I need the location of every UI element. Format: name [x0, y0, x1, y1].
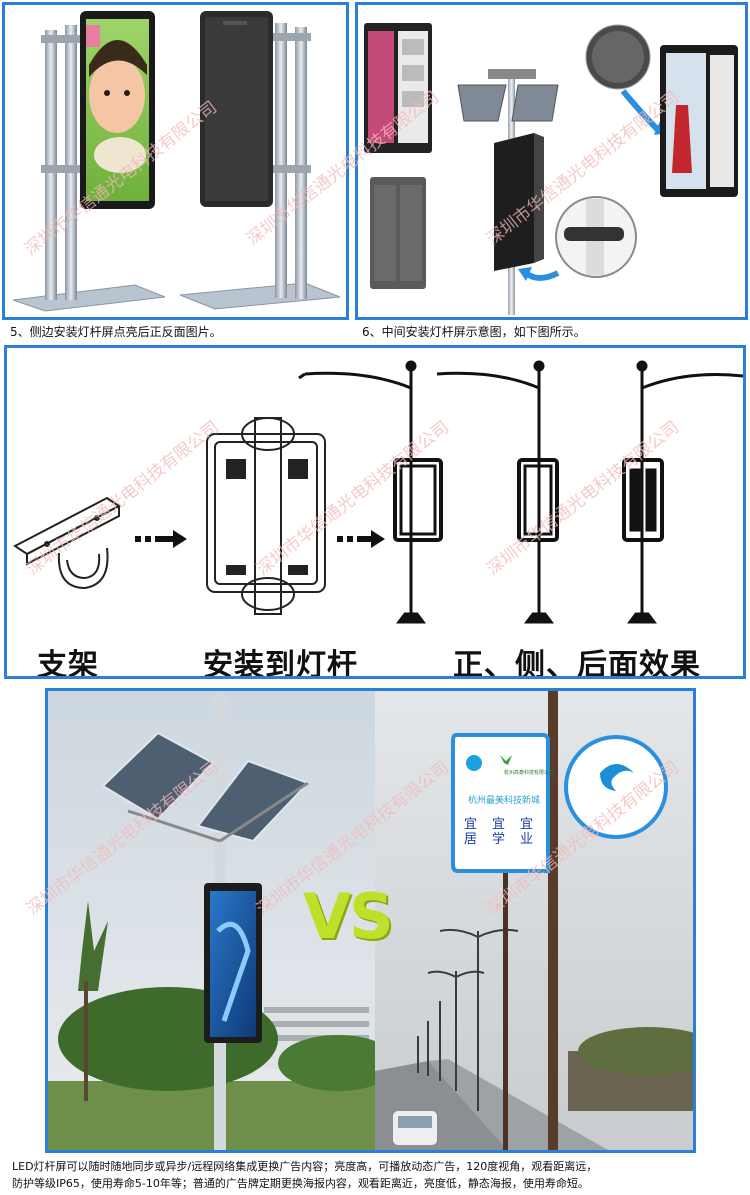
side-mount-illustration	[12, 11, 341, 312]
panel-side-mount-photo	[2, 2, 349, 320]
label-bracket: 支架	[37, 648, 99, 679]
panel-installation-diagram: 支架 安装到灯杆 正、侧、后面效果	[4, 345, 746, 679]
label-effect: 正、侧、后面效果	[453, 648, 701, 679]
caption-panel2: 6、中间安装灯杆屏示意图，如下图所示。	[362, 325, 586, 339]
center-mount-illustration	[364, 23, 738, 315]
caption-panel1: 5、侧边安装灯杆屏点亮后正反面图片。	[10, 325, 222, 339]
round-logo-sign	[564, 735, 668, 839]
panel-comparison-photo: 杭州高泰科技有限公司 杭州最美科技新城 宜居 宜学 宜业	[45, 688, 696, 1153]
billboard-word-2: 宜学	[492, 817, 506, 847]
bracket-drawing	[13, 496, 121, 590]
footer-line-1: LED灯杆屏可以随时随地同步或异步/远程网络集成更换广告内容；亮度高，可播放动态…	[12, 1160, 598, 1173]
child-face	[89, 57, 145, 133]
panel-center-mount-photo	[355, 2, 748, 320]
label-install: 安装到灯杆	[203, 648, 358, 679]
billboard-company: 杭州高泰科技有限公司	[504, 770, 555, 776]
lamp-back	[622, 360, 743, 624]
billboard-word-1: 宜居	[464, 817, 478, 847]
arrow-1	[135, 530, 187, 548]
lamp-front	[298, 360, 443, 624]
footer-line-2: 防护等级IP65，使用寿命5-10年等；普通的广告牌定期更换海报内容，观看距离近…	[12, 1177, 589, 1190]
arrow-2	[337, 530, 385, 548]
billboard-word-3: 宜业	[520, 817, 534, 847]
install-drawing	[206, 417, 326, 615]
billboard-slogan: 杭州最美科技新城	[468, 796, 541, 806]
comparison-illustration	[48, 691, 693, 1150]
footer-description: LED灯杆屏可以随时随地同步或异步/远程网络集成更换广告内容；亮度高，可播放动态…	[12, 1158, 742, 1192]
lamp-side	[436, 360, 559, 624]
installation-diagram	[13, 360, 743, 624]
vs-label: VS	[303, 880, 394, 953]
